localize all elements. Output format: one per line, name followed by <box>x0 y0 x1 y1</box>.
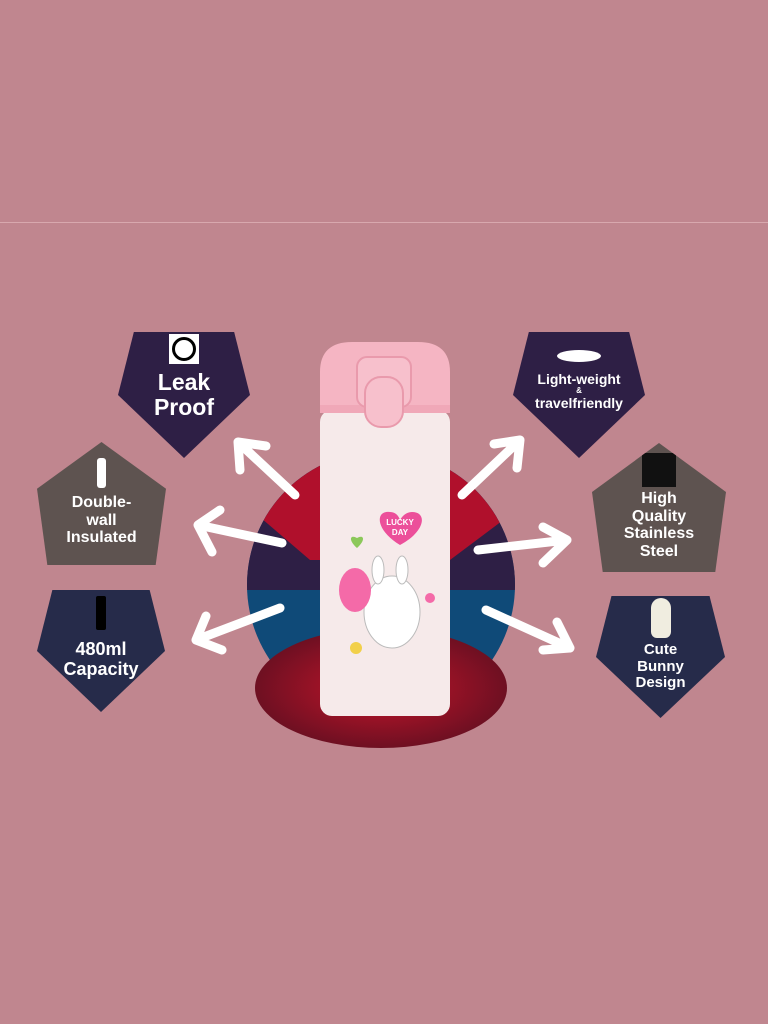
leak-proof-line2: Proof <box>153 394 215 421</box>
light-weight-line2: travelfriendly <box>535 395 623 412</box>
steel-line3: Stainless <box>623 525 695 543</box>
bunny-line2: Bunny <box>637 657 684 675</box>
heart-text-2: DAY <box>392 528 409 537</box>
bunny-icon <box>650 598 671 638</box>
bunny-line1: Cute <box>643 641 678 658</box>
steel-icon <box>642 453 676 487</box>
double-wall-line2: wall <box>86 511 117 529</box>
steel-line1: High <box>641 490 677 507</box>
bottle-icon <box>97 458 106 488</box>
double-wall-line1: Double- <box>71 494 132 511</box>
light-weight-line1: Light-weight <box>537 371 621 387</box>
bottle <box>320 342 450 716</box>
divider-line <box>0 222 768 223</box>
steel-line4: Steel <box>639 542 679 560</box>
no-drop-icon <box>169 334 199 364</box>
heart-text-1: LUCKY <box>386 518 414 527</box>
capacity-line2: Capacity <box>63 658 139 679</box>
feather-icon <box>557 350 601 362</box>
flask-icon <box>96 596 106 630</box>
leak-proof-line1: Leak <box>157 369 211 395</box>
light-weight-amp: & <box>576 386 582 396</box>
steel-line2: Quality <box>631 507 687 525</box>
capacity-line1: 480ml <box>75 639 127 659</box>
arrows <box>191 435 575 655</box>
double-wall-line3: Insulated <box>66 529 137 547</box>
bunny-line3: Design <box>635 674 686 691</box>
